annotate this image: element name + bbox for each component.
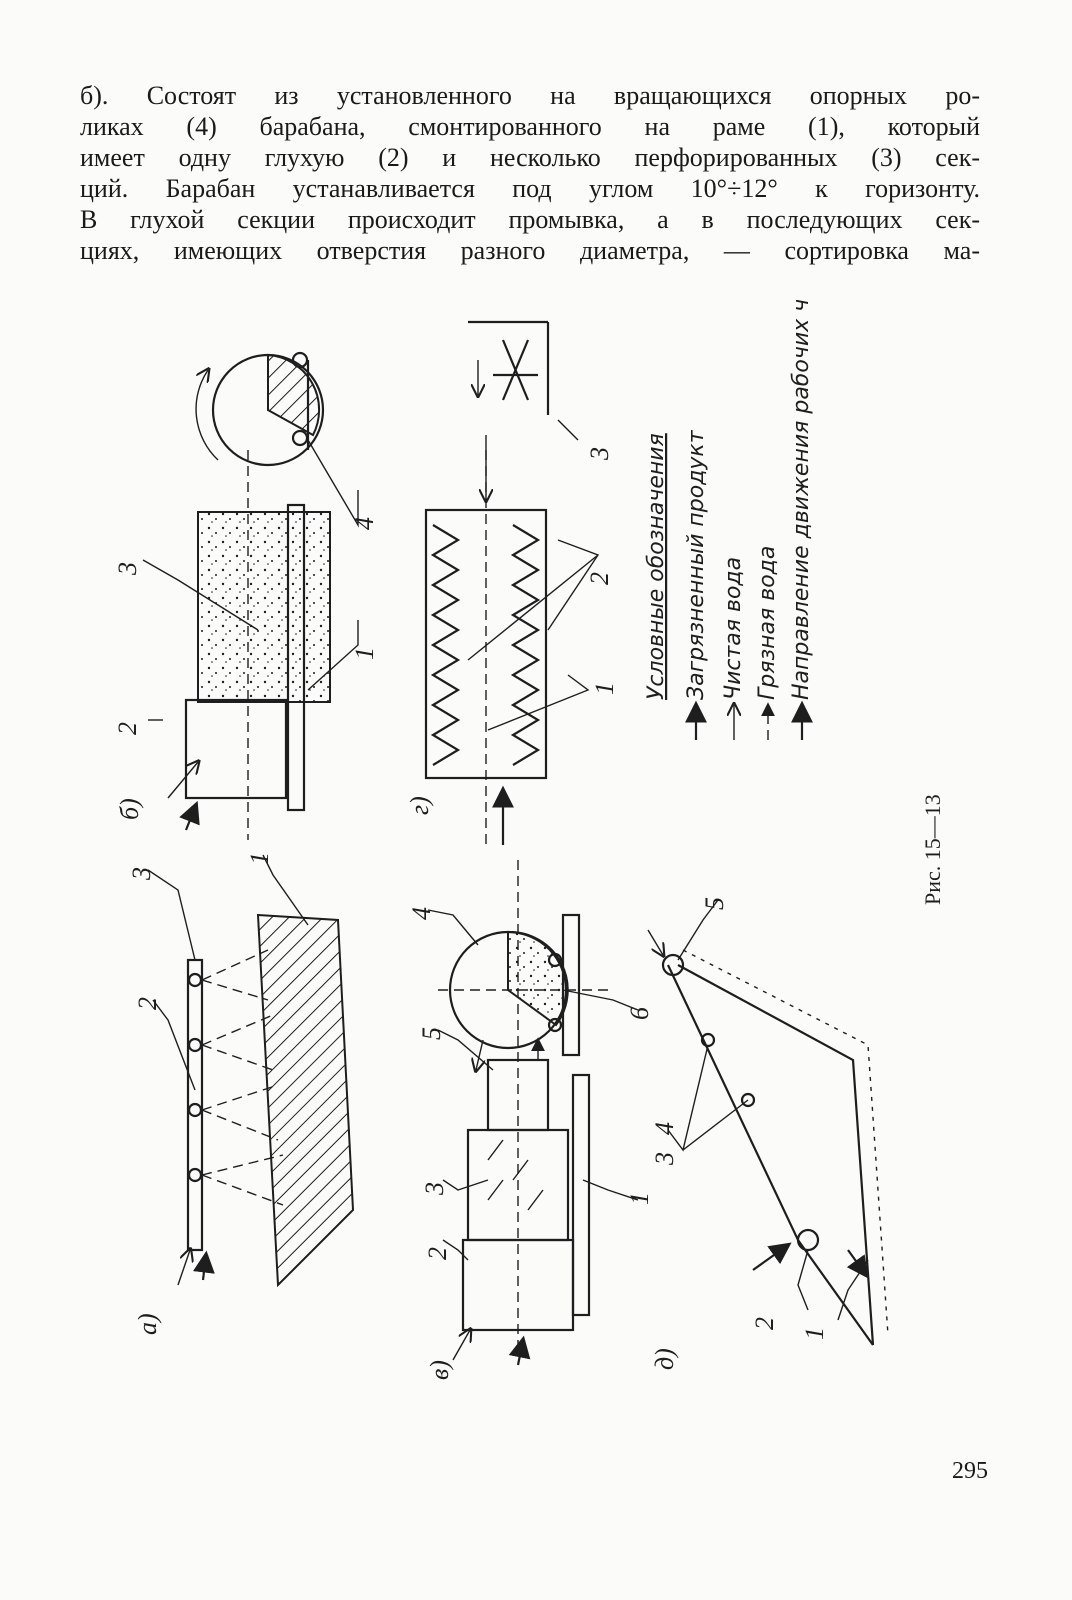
panel-a-spray-washer: а) 3 2 1 <box>127 852 355 1335</box>
support-roller <box>291 429 309 447</box>
figure-caption: Рис. 15—13 <box>920 794 945 905</box>
figure-15-13: б) 2 3 1 4 г) 3 2 1 Условные обозначения… <box>108 300 978 1410</box>
callout-2: 2 <box>423 1247 452 1260</box>
product-bed <box>256 913 355 1288</box>
tension-drum <box>796 1228 820 1252</box>
screw-blade-right <box>510 524 541 766</box>
text-line: ций. Барабан устанавливается под углом 1… <box>80 174 980 203</box>
callout-4: 4 <box>407 907 436 920</box>
perforated-section <box>197 511 331 703</box>
conveyor-belt-lower <box>667 964 874 1346</box>
callout-3: 3 <box>585 447 614 461</box>
body-paragraph: б). Состоят из установленного на вращающ… <box>80 80 980 266</box>
legend-item-2: Чистая вода <box>721 557 746 700</box>
panel-label-v: в) <box>425 1360 454 1380</box>
callout-4: 4 <box>350 517 379 530</box>
callout-5: 5 <box>417 1027 446 1040</box>
text-line: ликах (4) барабана, смонтированного на р… <box>80 112 980 141</box>
product-outlet-arrow <box>846 1249 869 1279</box>
callout-1: 1 <box>350 647 379 660</box>
panel-label-g: г) <box>405 796 434 815</box>
text-line: б). Состоят из установленного на вращающ… <box>80 81 980 110</box>
callout-1: 1 <box>625 1192 654 1205</box>
panel-b-drum-washer: б) 2 3 1 4 <box>113 351 379 840</box>
screw-blade-left <box>430 524 461 766</box>
support-frame <box>561 913 581 1057</box>
callout-3: 3 <box>650 1152 679 1166</box>
page-number: 295 <box>952 1458 988 1484</box>
legend-item-1: Загрязненный продукт <box>684 429 709 700</box>
support-roller <box>291 351 309 369</box>
panel-v-vibro-washer: в) 4 5 3 2 6 1 <box>407 860 654 1380</box>
callout-3: 3 <box>420 1182 449 1196</box>
product-inlet-arrow <box>192 1250 215 1281</box>
legend-item-4: Направление движения рабочих частей <box>789 300 814 700</box>
callout-4: 4 <box>650 1122 679 1135</box>
callout-2: 2 <box>750 1317 779 1330</box>
frame-rail <box>571 1073 591 1317</box>
legend: Условные обозначения Загрязненный продук… <box>644 300 814 740</box>
water-spray <box>201 949 284 1206</box>
drive-drum <box>661 953 685 977</box>
product-inlet-arrow <box>752 1242 792 1271</box>
panel-g-screw-washer: г) 3 2 1 <box>405 320 619 845</box>
product-inlet-arrow <box>179 800 200 831</box>
callout-1: 1 <box>245 852 274 865</box>
text-line: циях, имеющих отверстия разного диаметра… <box>80 236 980 265</box>
callout-2: 2 <box>113 722 142 735</box>
callout-1: 1 <box>590 682 619 695</box>
figure-drawing: б) 2 3 1 4 г) 3 2 1 Условные обозначения… <box>113 300 945 1380</box>
panel-label-a: а) <box>133 1313 162 1335</box>
rotation-arrow <box>195 370 219 461</box>
callout-3: 3 <box>113 562 142 576</box>
clean-water-inlet-arrow <box>647 929 663 955</box>
blind-section <box>184 698 288 800</box>
product-fill <box>507 930 569 1027</box>
callout-6: 6 <box>625 1007 654 1020</box>
panel-label-d: д) <box>650 1348 679 1370</box>
text-line: В глухой секции происходит промывка, а в… <box>80 205 980 234</box>
conveyor-belt-upper <box>677 964 875 1346</box>
callout-3: 3 <box>127 867 156 881</box>
panel-label-b: б) <box>115 798 144 820</box>
product-fill <box>267 353 321 437</box>
callout-2: 2 <box>585 572 614 585</box>
legend-title: Условные обозначения <box>644 433 669 700</box>
legend-item-3: Грязная вода <box>755 546 780 700</box>
tank-wall <box>682 949 889 1336</box>
clean-water-inlet-arrow <box>452 1330 470 1361</box>
frame-rail <box>286 503 306 812</box>
callout-2: 2 <box>133 997 162 1010</box>
clean-water-inlet-arrow <box>177 1250 190 1286</box>
product-inlet-arrow <box>508 1335 531 1366</box>
clean-water-inlet-arrow <box>167 762 198 799</box>
text-line: имеет одну глухую (2) и несколько перфор… <box>80 143 980 172</box>
callout-5: 5 <box>700 897 729 910</box>
callout-1: 1 <box>800 1327 829 1340</box>
panel-d-conveyor-washer: д) 5 4 3 2 1 <box>647 897 889 1370</box>
